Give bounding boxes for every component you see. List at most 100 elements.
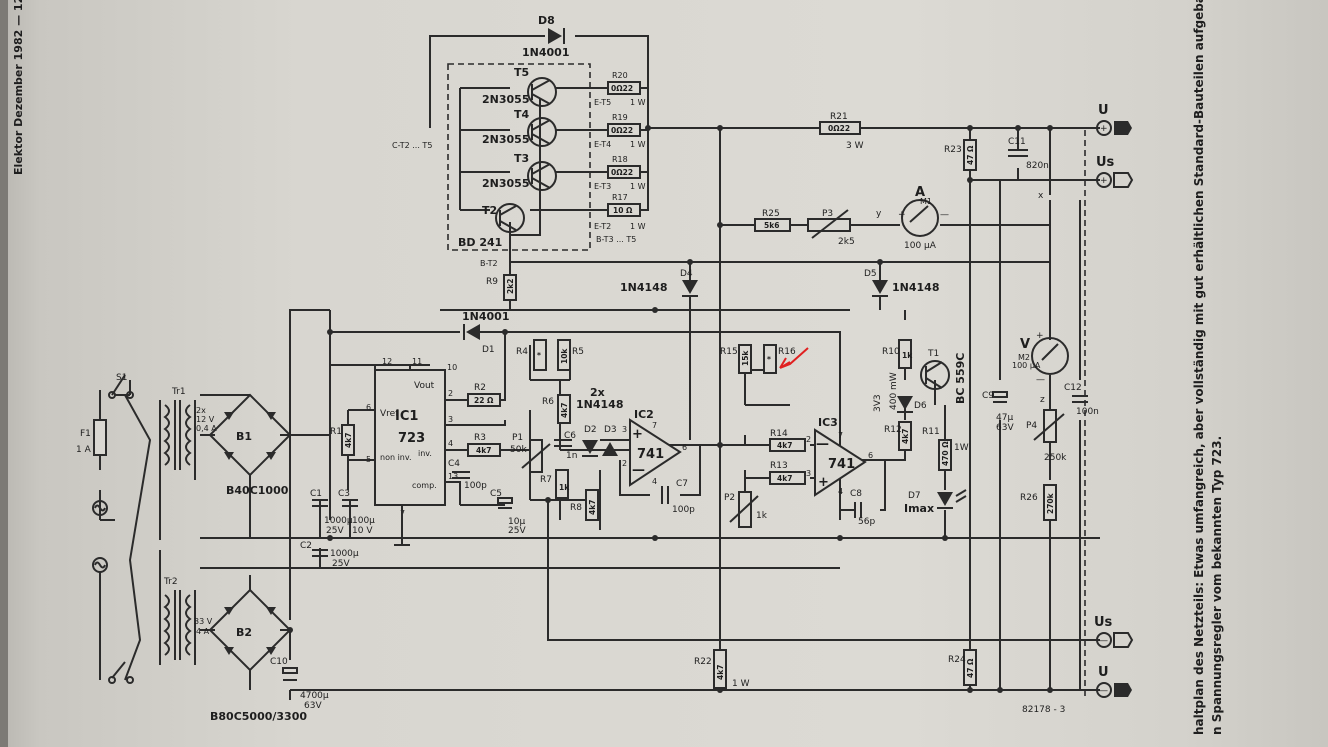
c9-ref: C9 [982, 391, 994, 401]
b2-type: B80C5000/3300 [210, 710, 307, 723]
ic2-minus: — [632, 463, 645, 478]
us-plus-label: Us [1096, 155, 1115, 170]
ic2-type: 741 [637, 447, 664, 462]
capacitor-c1: C1 1000µ 25V [310, 489, 353, 536]
r9-ref: R9 [486, 277, 498, 287]
resistor-r1: 4k7 R1 [330, 424, 355, 456]
r24-ref: R24 [948, 655, 966, 665]
d7-label: Imax [904, 502, 934, 515]
r19-power: 1 W [630, 140, 646, 149]
r26-ref: R26 [1020, 493, 1038, 503]
c12-value: 100n [1076, 407, 1099, 417]
capacitor-c4: C4 100p [448, 459, 487, 491]
b2-ref: B2 [236, 626, 252, 639]
m1-ref: M1 [920, 197, 932, 206]
terminal-u-minus: U — [1096, 665, 1132, 698]
capacitor-c3: C3 100µ 10 V [338, 489, 375, 536]
m1-letter: A [915, 185, 925, 200]
d8-ref: D8 [538, 14, 555, 27]
tr2-current: 4 A [196, 627, 210, 636]
p3-ref: P3 [822, 209, 833, 219]
r5-value: 10k [560, 348, 569, 364]
ic1-pin-10: 10 [447, 363, 457, 372]
transformer-tr2: Tr2 33 V 4 A [163, 577, 213, 660]
b1-type: B40C1000 [226, 484, 289, 497]
d1-type: 1N4001 [462, 310, 509, 323]
bt-node-label: B-T3 ... T5 [596, 235, 636, 244]
ic1-pin-4: 4 [448, 439, 453, 448]
c8-ref: C8 [850, 489, 862, 499]
r2-ref: R2 [474, 383, 486, 393]
capacitor-c8: C8 56p [850, 489, 875, 527]
ic3-plus: + [818, 475, 829, 490]
t2-ref: T2 [482, 204, 497, 217]
diode-d8: D8 1N4001 [522, 14, 569, 59]
junction-dots [287, 125, 1053, 693]
ic1-ref: IC1 [395, 409, 418, 424]
d5-ref: D5 [864, 269, 877, 279]
r26-value: 270k [1046, 492, 1055, 514]
t5-ref: T5 [514, 66, 529, 79]
transistor-t3: T3 2N3055 [482, 152, 557, 191]
c2-voltage: 25V [332, 559, 350, 569]
ic1-723: IC1 723 Vout Vref non inv. inv. comp. 12… [366, 357, 458, 546]
r19-ref: R19 [612, 113, 628, 122]
led-d7: D7 Imax [904, 489, 967, 515]
tr2-voltage: 33 V [194, 617, 213, 626]
resistor-r16: * R16 [763, 344, 796, 374]
ic1-pin-3: 3 [448, 415, 453, 424]
terminal-us-minus: Us — [1094, 615, 1134, 648]
fuse-f1: F1 1 A [76, 419, 107, 456]
resistor-r6: 4k7 R6 [542, 394, 571, 424]
bridge-b2: B2 B80C5000/3300 [208, 588, 307, 723]
d6-value: 3V3 [873, 394, 883, 412]
ic3-pin-7: 7 [838, 431, 843, 440]
r7-value: 1k [559, 483, 570, 492]
us-minus-label: Us [1094, 615, 1113, 630]
d4-type: 1N4148 [620, 281, 667, 294]
c10-ref: C10 [270, 657, 288, 667]
r24-value: 47 Ω [966, 658, 975, 678]
t1-type: BC 559C [954, 353, 967, 404]
potentiometer-p2: P2 1k [724, 491, 768, 528]
r15-ref: R15 [720, 347, 738, 357]
tr1-voltage: 12 V [196, 415, 215, 424]
r11-ref: R11 [922, 427, 940, 437]
r18-value: 0Ω22 [611, 168, 633, 177]
r18-node: E-T3 [594, 182, 611, 191]
potentiometer-p3: P3 2k5 [807, 209, 855, 247]
m2-ref: M2 [1018, 353, 1030, 362]
r18-ref: R18 [612, 155, 628, 164]
c9-voltage: 63V [996, 423, 1014, 433]
r2-value: 22 Ω [474, 396, 494, 405]
mains-ac-2 [92, 557, 108, 680]
c11-value: 820n [1026, 161, 1049, 171]
d4-ref: D4 [680, 269, 693, 279]
r22-value: 4k7 [716, 665, 725, 680]
ic1-pin-13: 13 [448, 472, 458, 481]
r17-ref: R17 [612, 193, 628, 202]
resistor-r14: 4k7 R14 [769, 429, 806, 452]
r17-node: E-T2 [594, 222, 611, 231]
resistor-r24: 47 Ω R24 [948, 649, 977, 686]
r19-node: E-T4 [594, 140, 611, 149]
diode-d1: 1N4001 D1 [462, 310, 509, 355]
p4-ref: P4 [1026, 421, 1037, 431]
transistor-t2: T2 BD 241 [458, 203, 525, 249]
ic2-ref: IC2 [634, 408, 654, 421]
d1-ref: D1 [482, 345, 495, 355]
ic2-pin-7: 7 [652, 421, 657, 430]
ic1-pin-5: 5 [366, 455, 371, 464]
capacitor-c2: C2 1000µ 25V [300, 541, 359, 569]
c5-voltage: 25V [508, 526, 526, 536]
switch-s1: S1 [108, 373, 134, 684]
resistor-r22: 4k7 R22 1 W [694, 649, 750, 689]
d6-power: 400 mW [889, 372, 899, 410]
r6-ref: R6 [542, 397, 554, 407]
node-z: z [1040, 395, 1045, 405]
ic1-pin-11: 11 [412, 357, 422, 366]
resistor-r7: 1k R7 [540, 469, 570, 499]
r20-value: 0Ω22 [611, 84, 633, 93]
ct-node-label: C-T2 ... T5 [392, 141, 432, 150]
terminal-u-plus: U + [1096, 103, 1132, 136]
